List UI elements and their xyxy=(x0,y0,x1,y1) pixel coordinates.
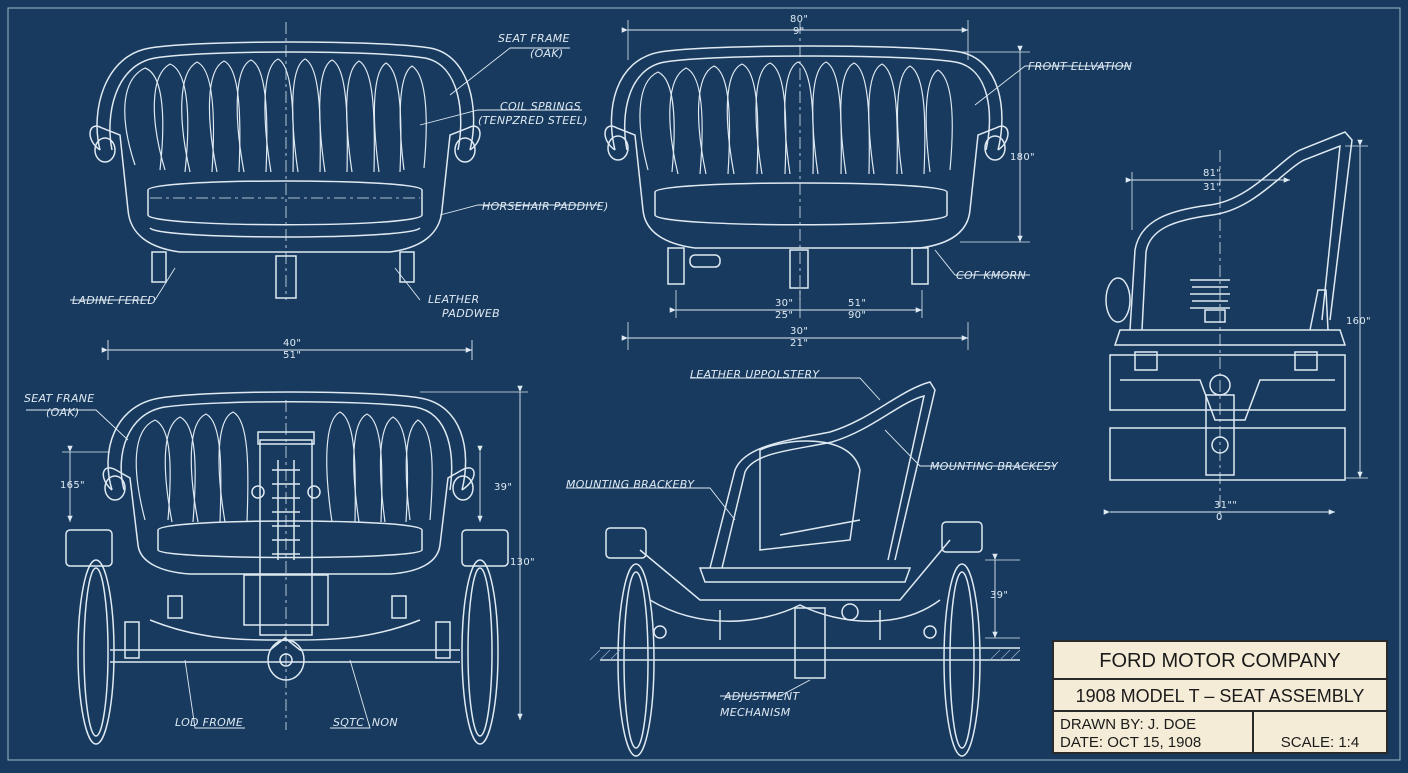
label-coil-springs: COIL SPRINGS xyxy=(500,100,581,113)
label-mounting-bracket-left: MOUNTING BRACKEBY xyxy=(566,478,695,491)
dim-rear-165: 165" xyxy=(60,480,85,491)
dim-left-51: 51" xyxy=(283,350,301,361)
label-tempered-steel: (TENPZRED STEEL) xyxy=(478,114,588,127)
dim-left-40: 40" xyxy=(283,338,301,349)
seat-side-profile xyxy=(1105,131,1353,481)
label-low-frame: LOD FROME xyxy=(175,716,243,729)
seat-front-elevation xyxy=(604,45,1009,289)
label-adjustment: ADJUSTMENT xyxy=(723,690,800,703)
label-leather-upholstery: LEATHER UPPOLSTERY xyxy=(690,368,820,381)
dim-side-base-0: 0 xyxy=(1216,512,1223,523)
seat-chassis-view xyxy=(600,381,1020,757)
dim-profile-39: 39" xyxy=(990,590,1008,601)
label-seat-frame-bl: SEAT FRANE xyxy=(24,392,95,405)
dim-side-160: 160" xyxy=(1346,316,1371,327)
dim-overall-21: 21" xyxy=(790,338,808,349)
title-block-scale: SCALE: 1:4 xyxy=(1280,734,1360,751)
label-front-elevation: FRONT ELLVATION xyxy=(1028,60,1132,73)
seat-view-top-left xyxy=(89,41,481,299)
dim-25: 25" xyxy=(775,310,793,321)
dim-side-base-31: 31"" xyxy=(1214,500,1237,511)
title-block-title: 1908 MODEL T – SEAT ASSEMBLY xyxy=(1054,680,1386,712)
label-cof-kmorn: COF KMORN xyxy=(956,269,1026,282)
label-seat-frame-tl: SEAT FRAME xyxy=(498,32,570,45)
dim-rear-39: 39" xyxy=(494,482,512,493)
title-block-drawn-by: DRAWN BY: J. DOE xyxy=(1060,716,1197,733)
dim-side-81: 81" xyxy=(1203,168,1221,179)
dim-height-180: 180" xyxy=(1010,152,1035,163)
label-leather-padding-2: PADDWEB xyxy=(442,307,500,320)
dim-side-31: 31" xyxy=(1203,182,1221,193)
label-leather-padding-1: LEATHER xyxy=(428,293,480,306)
title-block: FORD MOTOR COMPANY 1908 MODEL T – SEAT A… xyxy=(1052,640,1388,754)
dim-rear-130: 130" xyxy=(510,557,535,568)
label-sqc-non: SQTC .NON xyxy=(333,716,398,729)
label-oak-bl: (OAK) xyxy=(46,406,79,419)
label-horsehair-padding: HORSEHAIR PADDIVE) xyxy=(482,200,609,213)
dim-90: 90" xyxy=(848,310,866,321)
label-mechanism: MECHANISM xyxy=(720,706,791,719)
dim-51: 51" xyxy=(848,298,866,309)
title-block-meta: DRAWN BY: J. DOE DATE: OCT 15, 1908 xyxy=(1054,712,1254,752)
label-mounting-bracket-right: MOUNTING BRACKESY xyxy=(930,460,1059,473)
dim-30: 30" xyxy=(775,298,793,309)
title-block-company: FORD MOTOR COMPANY xyxy=(1054,642,1386,680)
dim-top-80: 80" xyxy=(790,14,808,25)
title-block-date: DATE: OCT 15, 1908 xyxy=(1060,734,1202,751)
dim-overall-30: 30" xyxy=(790,326,808,337)
label-oak-tl: (OAK) xyxy=(530,47,563,60)
label-frame-tl: LADINE FERED xyxy=(72,294,156,307)
dim-top-9: 9" xyxy=(793,26,805,37)
